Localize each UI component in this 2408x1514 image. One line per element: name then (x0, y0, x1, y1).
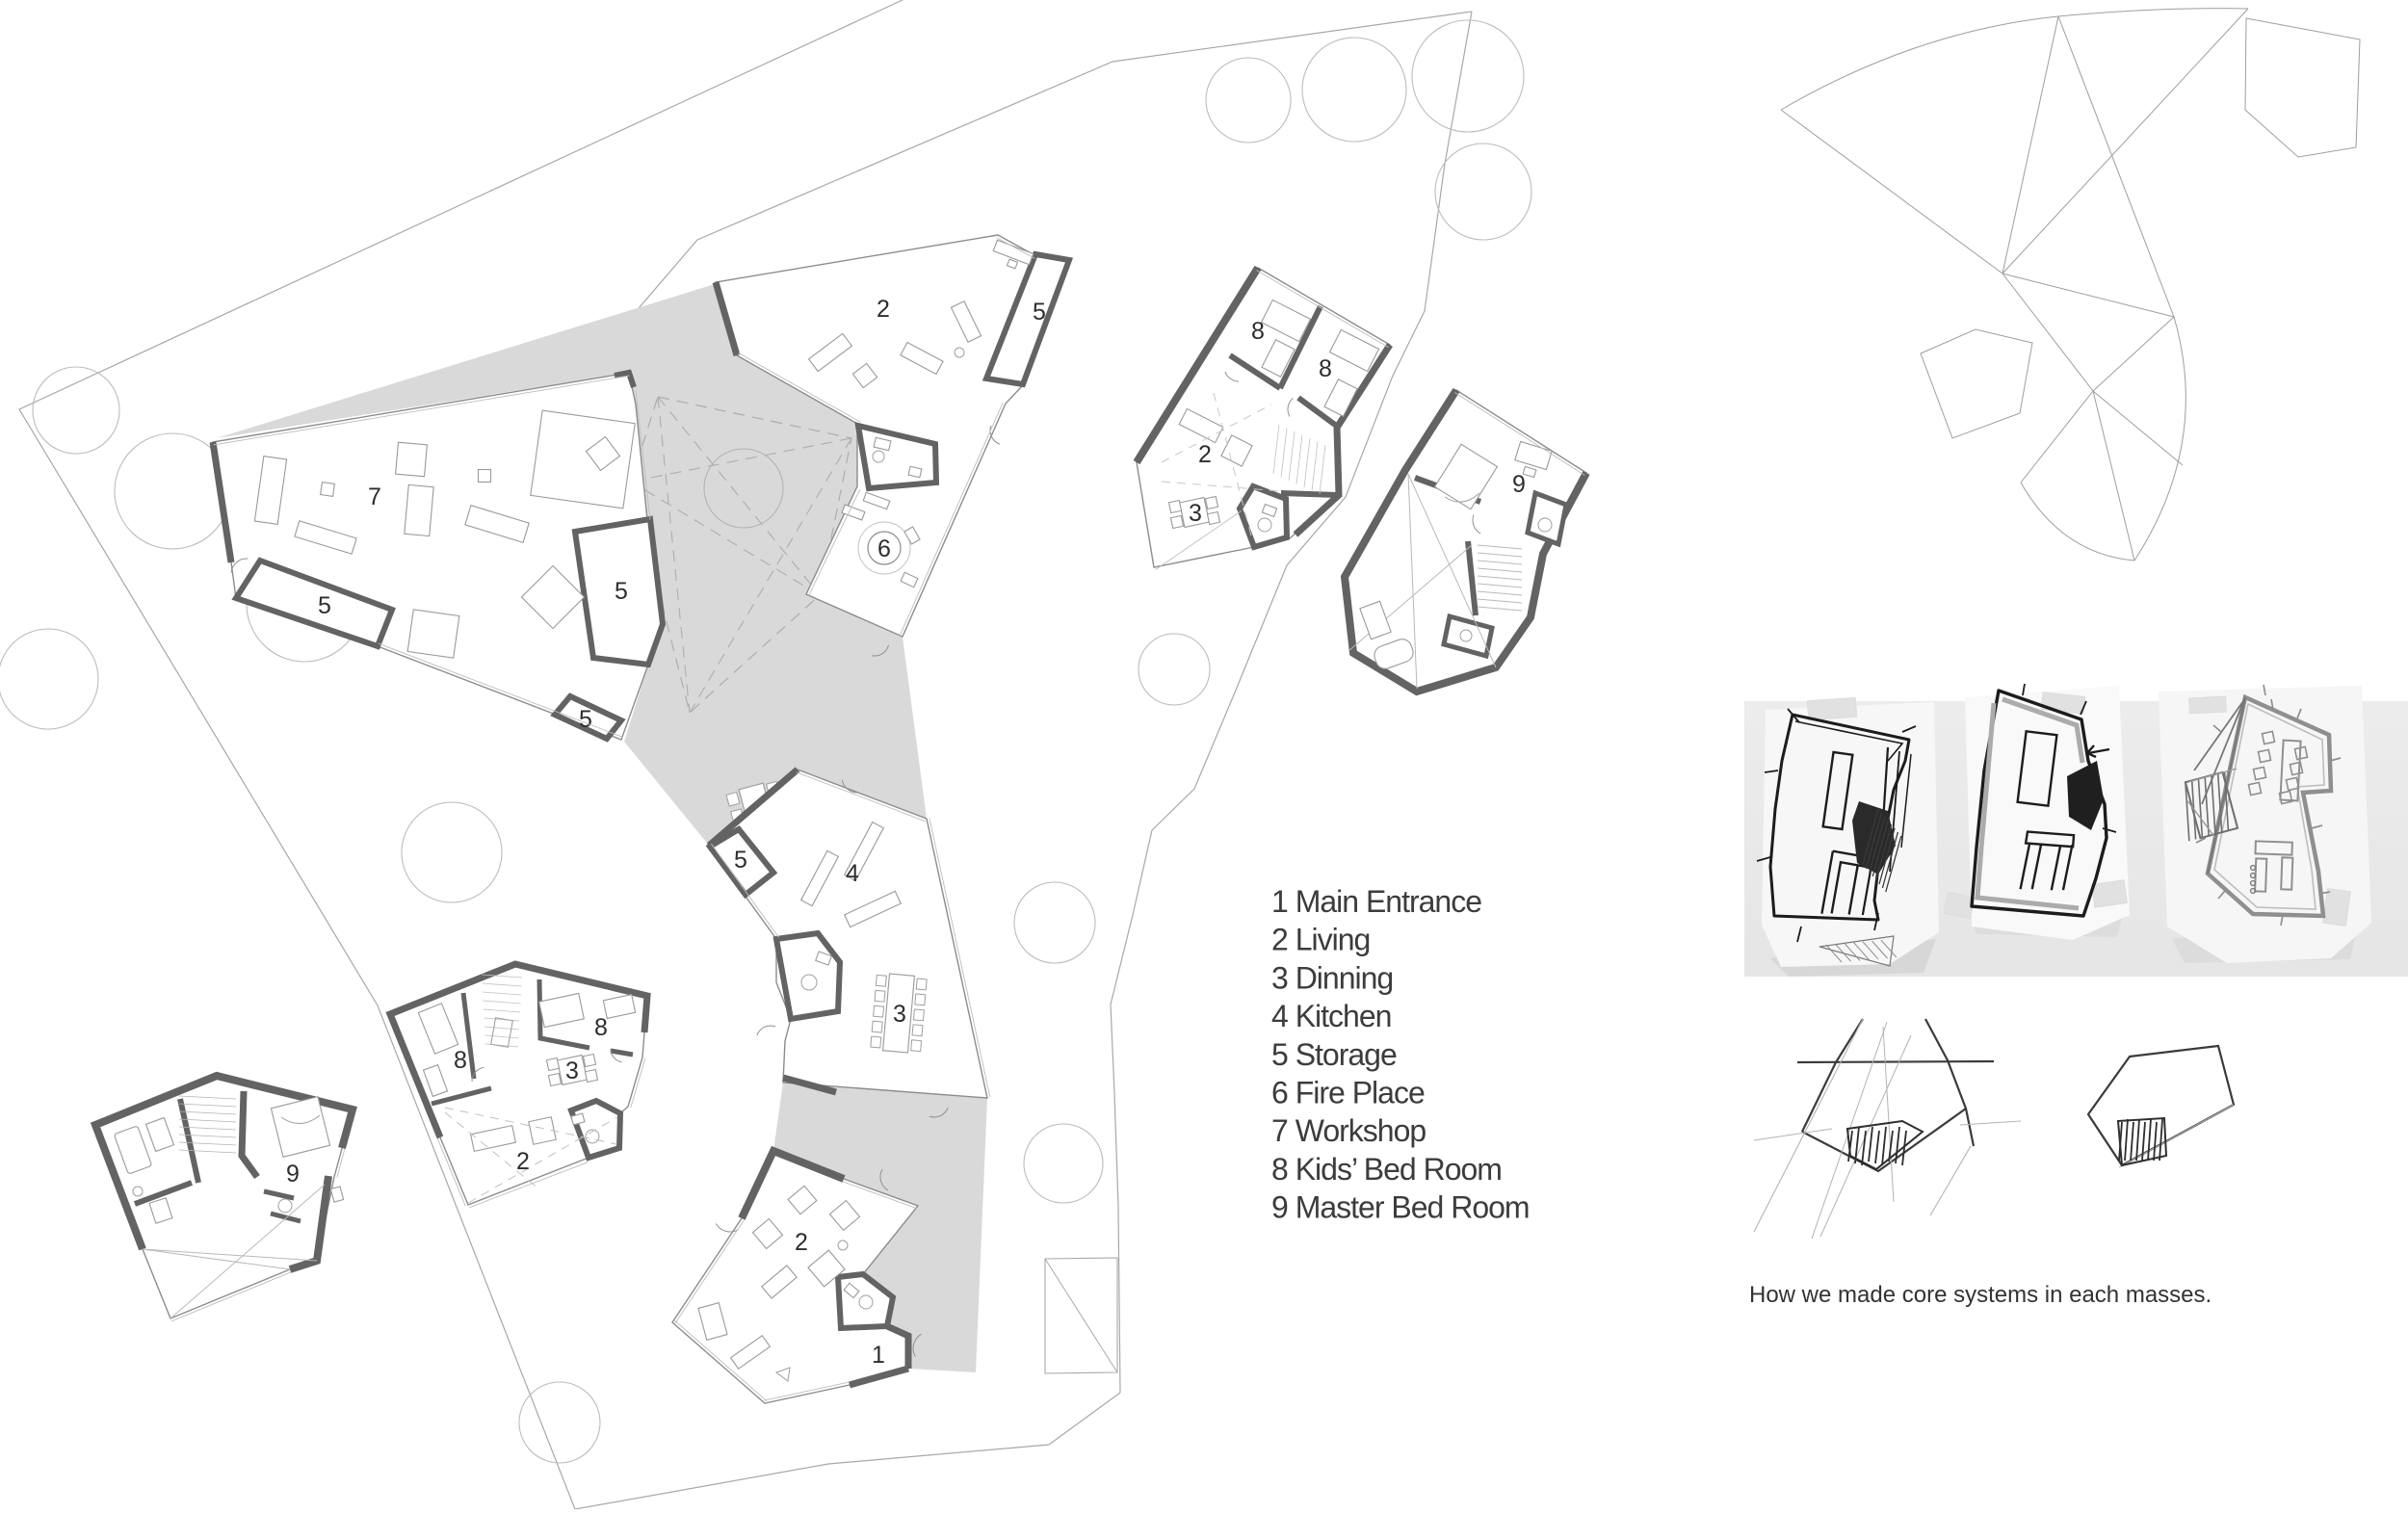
svg-text:3: 3 (893, 1001, 906, 1028)
svg-text:8 Kids’ Bed Room: 8 Kids’ Bed Room (1271, 1152, 1502, 1187)
svg-text:2 Living: 2 Living (1271, 923, 1370, 957)
svg-text:8: 8 (454, 1047, 467, 1074)
svg-text:5: 5 (734, 847, 747, 874)
svg-text:5: 5 (579, 706, 592, 733)
svg-text:4 Kitchen: 4 Kitchen (1271, 999, 1391, 1033)
svg-text:1: 1 (872, 1342, 885, 1369)
svg-text:6: 6 (877, 535, 891, 562)
svg-text:4: 4 (846, 860, 859, 887)
svg-text:2: 2 (1198, 441, 1212, 468)
svg-text:8: 8 (594, 1014, 608, 1041)
svg-text:9: 9 (286, 1161, 300, 1188)
svg-text:9 Master Bed Room: 9 Master Bed Room (1271, 1190, 1530, 1225)
svg-text:8: 8 (1251, 318, 1265, 345)
svg-text:7 Workshop: 7 Workshop (1271, 1113, 1426, 1148)
svg-text:5: 5 (318, 592, 331, 619)
svg-text:3: 3 (1189, 500, 1202, 527)
svg-text:7: 7 (368, 483, 381, 510)
svg-text:5: 5 (1033, 299, 1046, 326)
svg-text:5 Storage: 5 Storage (1271, 1037, 1397, 1072)
svg-text:3 Dinning: 3 Dinning (1271, 960, 1393, 995)
svg-text:6 Fire Place: 6 Fire Place (1271, 1076, 1425, 1110)
svg-text:9: 9 (1512, 471, 1526, 498)
svg-text:2: 2 (877, 296, 890, 323)
svg-text:2: 2 (516, 1148, 530, 1175)
svg-text:3: 3 (565, 1057, 579, 1084)
svg-text:1 Main Entrance: 1 Main Entrance (1271, 884, 1481, 919)
svg-text:How we made core systems in ea: How we made core systems in each masses. (1749, 1282, 2212, 1308)
svg-text:8: 8 (1319, 355, 1332, 382)
svg-text:2: 2 (795, 1229, 808, 1256)
svg-text:5: 5 (615, 578, 628, 605)
